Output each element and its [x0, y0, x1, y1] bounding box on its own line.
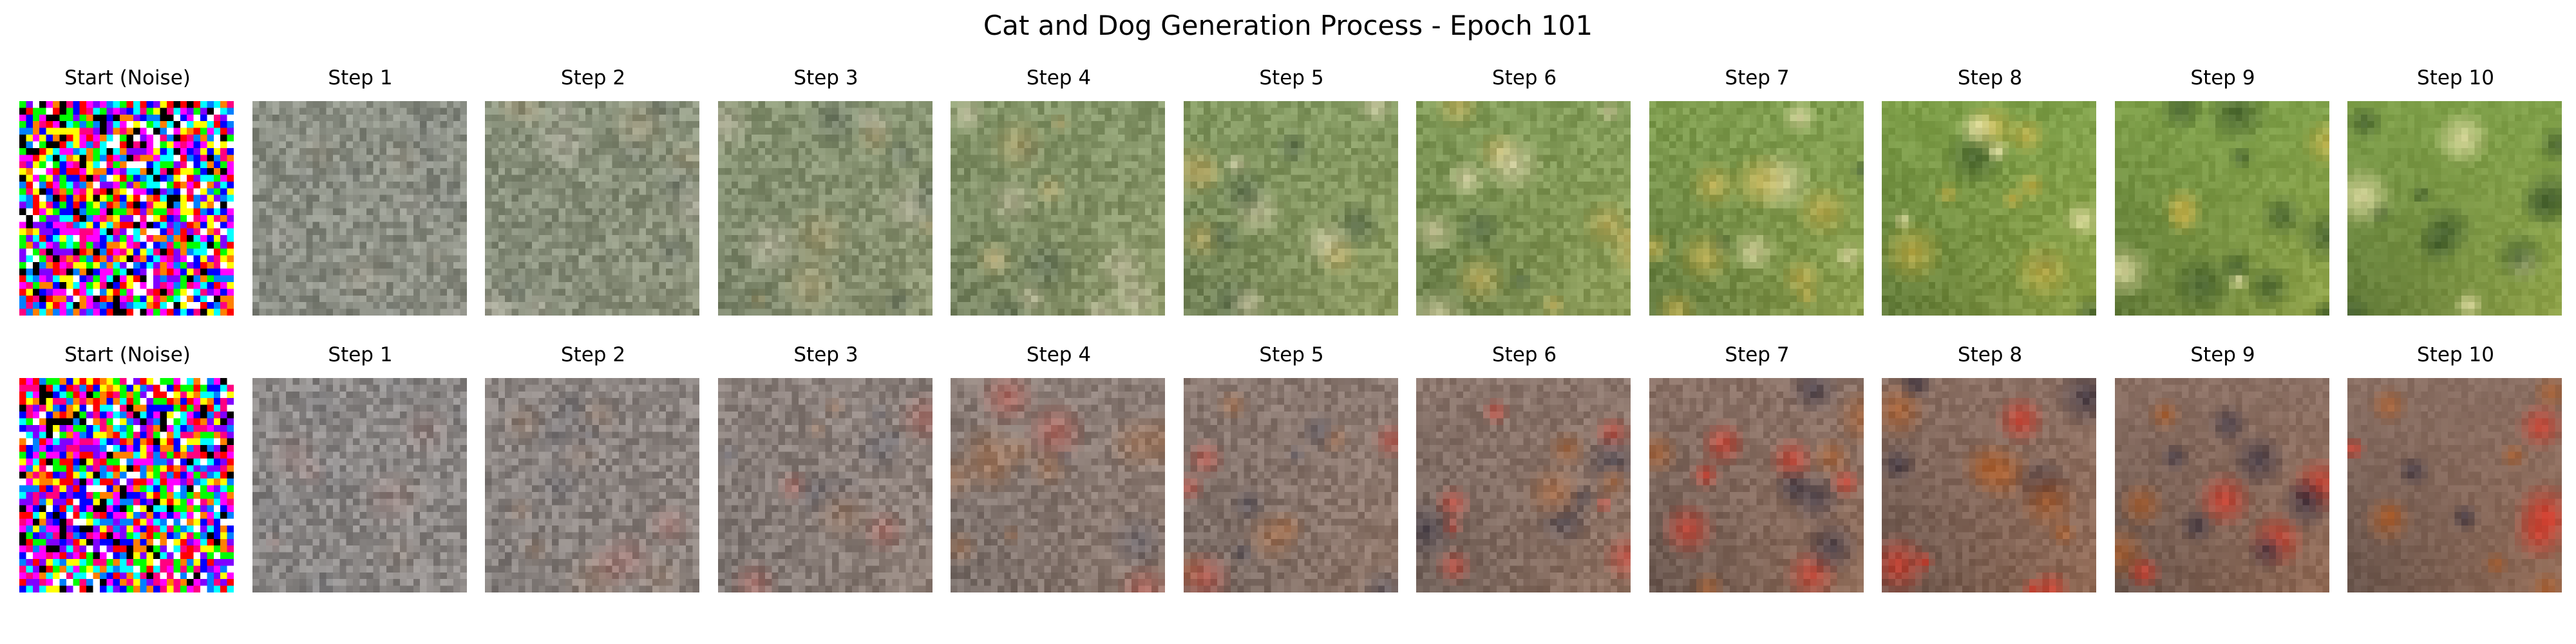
- panel-label: Step 8: [1957, 343, 2023, 366]
- panel-label: Step 2: [560, 66, 626, 90]
- panel-label: Step 5: [1259, 343, 1324, 366]
- generated-image: [252, 378, 467, 592]
- step-panel-1: Step 1: [251, 61, 470, 316]
- generation-row-1: Start (Noise) Step 1 Step 2 Step 3 Step 4 Ste…: [0, 61, 2576, 316]
- step-panel-9: Step 9: [2114, 61, 2333, 316]
- panel-label: Step 10: [2417, 343, 2494, 366]
- panel-label: Step 10: [2417, 66, 2494, 90]
- image-canvas: [1416, 101, 1631, 316]
- image-canvas: [1183, 378, 1398, 592]
- image-canvas: [252, 101, 467, 316]
- image-canvas: [2347, 378, 2562, 592]
- figure-title: Cat and Dog Generation Process - Epoch 1…: [983, 10, 1593, 41]
- image-canvas: [2114, 101, 2329, 316]
- step-panel-7: Step 7: [1648, 61, 1867, 316]
- image-canvas: [1882, 378, 2096, 592]
- generated-image: [2114, 101, 2329, 316]
- panel-label: Step 4: [1026, 343, 1092, 366]
- panel-label: Step 1: [328, 66, 393, 90]
- step-panel-7: Step 7: [1648, 338, 1867, 592]
- panel-label: Step 9: [2190, 343, 2255, 366]
- panel-label: Step 6: [1492, 66, 1557, 90]
- panel-label: Step 5: [1259, 66, 1324, 90]
- image-canvas: [1649, 378, 1864, 592]
- noise-panel: Start (Noise): [18, 61, 237, 316]
- step-panel-1: Step 1: [251, 338, 470, 592]
- step-panel-2: Step 2: [484, 61, 703, 316]
- panel-label: Start (Noise): [64, 66, 191, 90]
- noise-image: [19, 101, 234, 316]
- panel-label: Start (Noise): [64, 343, 191, 366]
- image-canvas: [19, 378, 234, 592]
- generated-image: [717, 101, 933, 316]
- panel-label: Step 9: [2190, 66, 2255, 90]
- image-canvas: [485, 101, 699, 316]
- step-panel-4: Step 4: [949, 338, 1168, 592]
- panel-label: Step 8: [1957, 66, 2023, 90]
- generated-image: [1882, 101, 2096, 316]
- step-panel-5: Step 5: [1182, 338, 1401, 592]
- step-panel-6: Step 6: [1415, 61, 1634, 316]
- generation-row-2: Start (Noise) Step 1 Step 2 Step 3 Step 4 Ste…: [0, 338, 2576, 592]
- generated-image: [2347, 101, 2562, 316]
- generated-image: [2347, 378, 2562, 592]
- panel-label: Step 4: [1026, 66, 1092, 90]
- generated-image: [2114, 378, 2329, 592]
- step-panel-6: Step 6: [1415, 338, 1634, 592]
- step-panel-5: Step 5: [1182, 61, 1401, 316]
- generated-image: [1183, 378, 1398, 592]
- generated-image: [951, 378, 1165, 592]
- step-panel-4: Step 4: [949, 61, 1168, 316]
- generated-image: [252, 101, 467, 316]
- panel-label: Step 6: [1492, 343, 1557, 366]
- panel-label: Step 7: [1725, 66, 1790, 90]
- generated-image: [1882, 378, 2096, 592]
- image-canvas: [717, 378, 933, 592]
- image-canvas: [1416, 378, 1631, 592]
- step-panel-8: Step 8: [1880, 61, 2099, 316]
- panel-label: Step 1: [328, 343, 393, 366]
- step-panel-9: Step 9: [2114, 338, 2333, 592]
- generated-image: [1416, 378, 1631, 592]
- noise-panel: Start (Noise): [18, 338, 237, 592]
- panel-label: Step 2: [560, 343, 626, 366]
- generated-image: [485, 101, 699, 316]
- image-canvas: [252, 378, 467, 592]
- image-canvas: [951, 101, 1165, 316]
- generated-image: [717, 378, 933, 592]
- step-panel-3: Step 3: [717, 338, 936, 592]
- step-panel-8: Step 8: [1880, 338, 2099, 592]
- image-canvas: [717, 101, 933, 316]
- generated-image: [1183, 101, 1398, 316]
- generated-image: [1649, 378, 1864, 592]
- step-panel-10: Step 10: [2346, 338, 2565, 592]
- panel-label: Step 3: [793, 66, 858, 90]
- generated-image: [951, 101, 1165, 316]
- generated-image: [485, 378, 699, 592]
- image-canvas: [1882, 101, 2096, 316]
- image-canvas: [1649, 101, 1864, 316]
- step-panel-2: Step 2: [484, 338, 703, 592]
- step-panel-10: Step 10: [2346, 61, 2565, 316]
- generated-image: [1416, 101, 1631, 316]
- image-canvas: [19, 101, 234, 316]
- image-canvas: [1183, 101, 1398, 316]
- image-canvas: [951, 378, 1165, 592]
- image-canvas: [2114, 378, 2329, 592]
- noise-image: [19, 378, 234, 592]
- image-canvas: [485, 378, 699, 592]
- image-canvas: [2347, 101, 2562, 316]
- panel-label: Step 7: [1725, 343, 1790, 366]
- generated-image: [1649, 101, 1864, 316]
- step-panel-3: Step 3: [717, 61, 936, 316]
- panel-label: Step 3: [793, 343, 858, 366]
